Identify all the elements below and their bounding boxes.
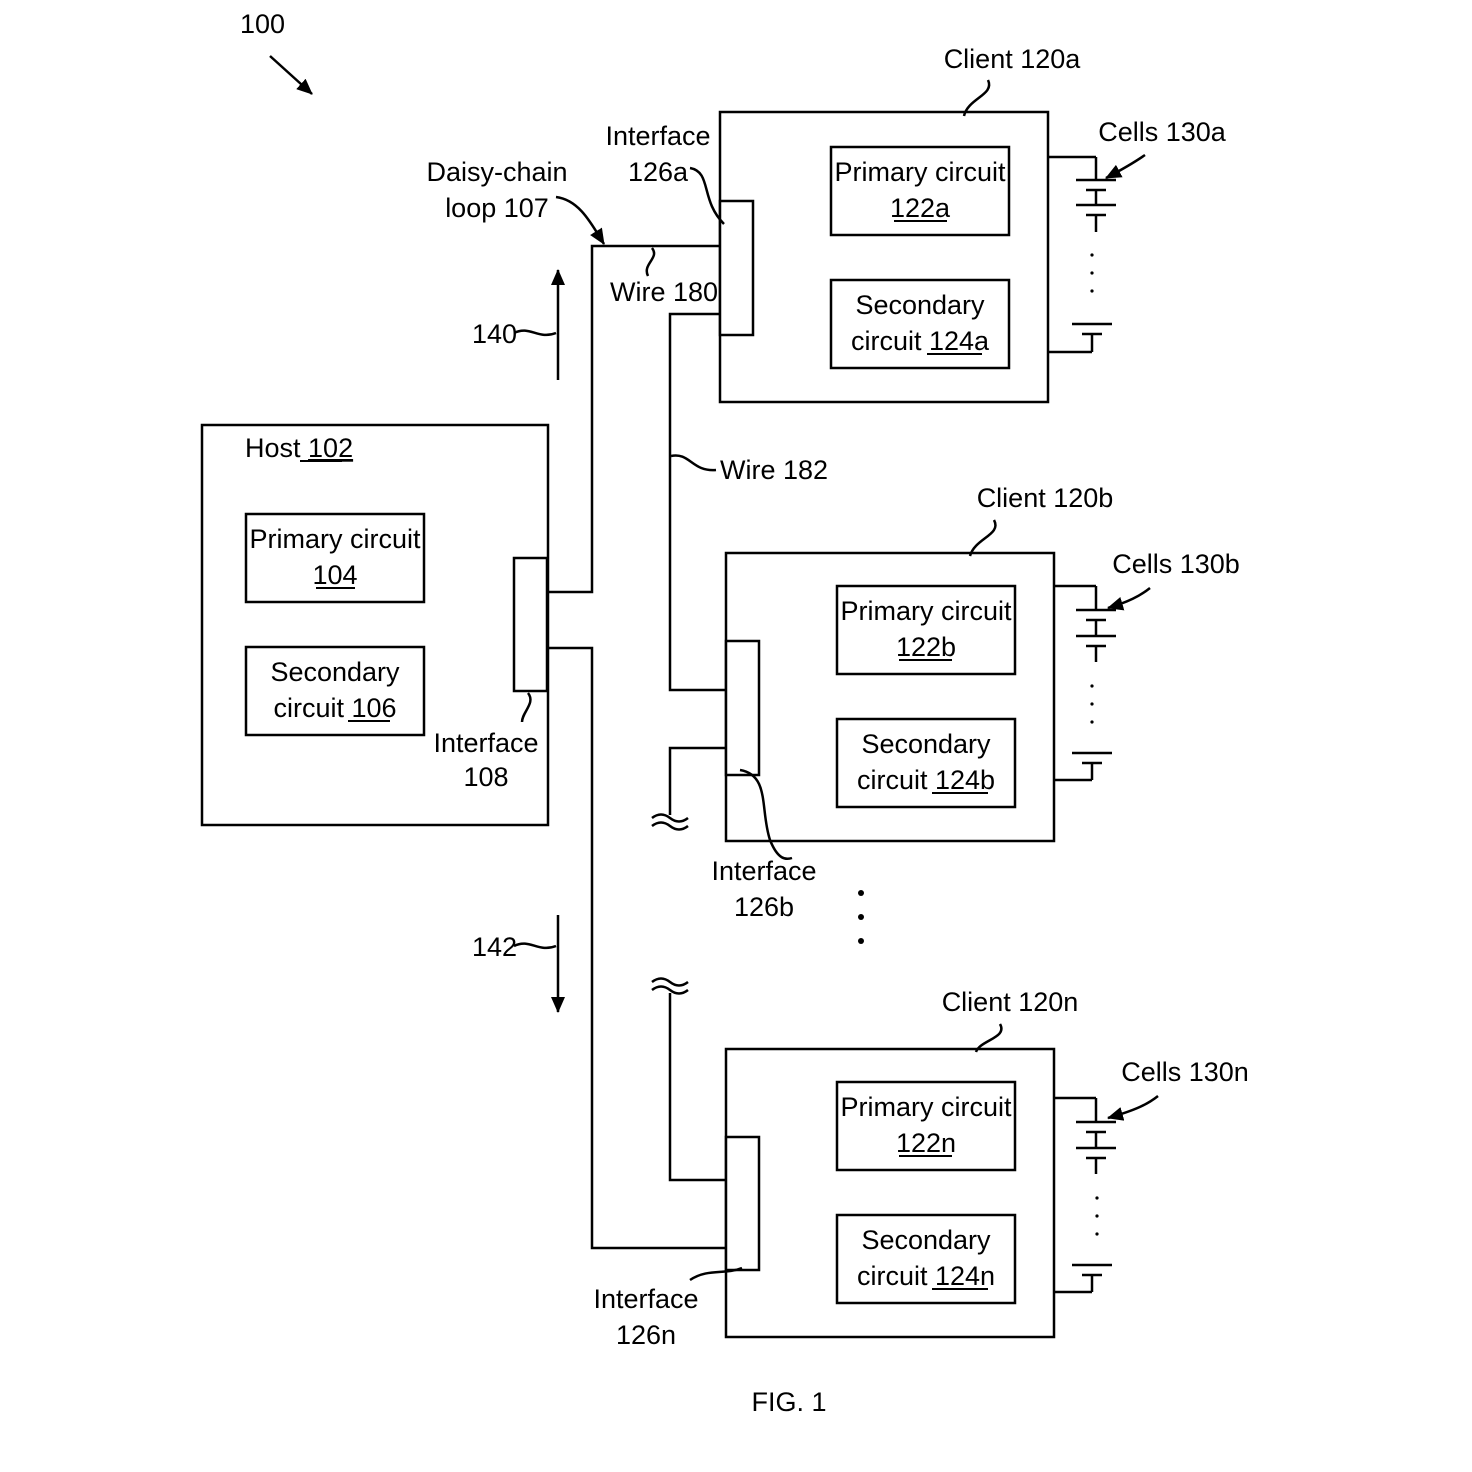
cells-130a-label: Cells 130a bbox=[1098, 117, 1227, 147]
wire-180-label: Wire 180 bbox=[610, 277, 718, 307]
cells-130a-battery bbox=[1048, 155, 1116, 354]
client-n-secondary-circuit-label: Secondary bbox=[861, 1225, 991, 1255]
daisy-chain-arrow bbox=[555, 195, 606, 245]
host-box bbox=[200, 423, 550, 827]
client-a-interface-label: Interface bbox=[605, 121, 710, 151]
client-a-interface-126a bbox=[718, 199, 755, 337]
client-n-interface-label: Interface bbox=[593, 1284, 698, 1314]
direction-label-142: 142 bbox=[472, 932, 517, 962]
wire-182 bbox=[668, 312, 726, 692]
client-b-interface-leader bbox=[739, 768, 793, 861]
cells-130b-battery bbox=[1054, 584, 1116, 782]
wire-break-symbol-b bbox=[651, 813, 689, 831]
client-a-primary-circuit-num: 122a bbox=[890, 193, 951, 223]
host-interface-label: Interface bbox=[433, 728, 538, 758]
cells-130n-arrow bbox=[1107, 1095, 1159, 1121]
cells-130a-arrow bbox=[1105, 153, 1146, 180]
client-120a-label: Client 120a bbox=[944, 44, 1082, 74]
client-b-primary-circuit-label: Primary circuit bbox=[840, 596, 1012, 626]
host-interface-108 bbox=[512, 556, 549, 693]
more-clients-ellipsis bbox=[858, 890, 864, 944]
wire-180 bbox=[548, 244, 720, 594]
host-label: Host 102 bbox=[245, 433, 353, 463]
client-b-primary-circuit-num: 122b bbox=[896, 632, 956, 662]
host-secondary-circuit-num: circuit 106 bbox=[273, 693, 396, 723]
client-120n-label: Client 120n bbox=[942, 987, 1079, 1017]
client-a-primary-circuit-label: Primary circuit bbox=[834, 157, 1006, 187]
client-n-interface-leader bbox=[689, 1266, 743, 1282]
client-120n-leader bbox=[974, 1023, 1003, 1053]
host-primary-circuit-num: 104 bbox=[312, 560, 357, 590]
client-n-interface-num: 126n bbox=[616, 1320, 676, 1350]
client-n-secondary-circuit-num: circuit 124n bbox=[857, 1261, 995, 1291]
wire-182-leader bbox=[670, 454, 717, 472]
figure-caption: FIG. 1 bbox=[751, 1387, 826, 1417]
cells-130b-label: Cells 130b bbox=[1112, 549, 1240, 579]
client-b-interface-label: Interface bbox=[711, 856, 816, 886]
host-interface-num: 108 bbox=[463, 762, 508, 792]
client-a-interface-leader bbox=[689, 166, 725, 225]
host-interface-leader bbox=[520, 692, 532, 723]
host-secondary-circuit-box bbox=[244, 645, 426, 737]
client-b-interface-126b bbox=[724, 639, 761, 777]
cells-130b-arrow bbox=[1107, 587, 1151, 611]
client-a-secondary-circuit-num: circuit 124a bbox=[851, 326, 990, 356]
wire-break-symbol-n bbox=[651, 977, 689, 995]
client-120b-leader bbox=[968, 519, 997, 557]
wire-182-label: Wire 182 bbox=[720, 455, 828, 485]
direction-leader-142 bbox=[513, 942, 557, 950]
host-secondary-circuit-label: Secondary bbox=[270, 657, 400, 687]
client-b-secondary-circuit-num: circuit 124b bbox=[857, 765, 995, 795]
client-n-primary-circuit-label: Primary circuit bbox=[840, 1092, 1012, 1122]
cells-130n-battery bbox=[1054, 1096, 1116, 1294]
client-120b-label: Client 120b bbox=[977, 483, 1114, 513]
wire-n-in bbox=[668, 993, 726, 1182]
wire-180-leader bbox=[645, 247, 656, 277]
cells-130n-label: Cells 130n bbox=[1121, 1057, 1249, 1087]
client-a-interface-num: 126a bbox=[628, 157, 689, 187]
host-primary-circuit-label: Primary circuit bbox=[249, 524, 421, 554]
client-n-interface-126n bbox=[724, 1135, 761, 1272]
wire-b-out bbox=[668, 746, 726, 815]
figure-ref-label: 100 bbox=[240, 9, 285, 39]
figure-ref-arrow bbox=[269, 55, 313, 95]
direction-leader-140 bbox=[513, 329, 557, 337]
client-b-interface-num: 126b bbox=[734, 892, 794, 922]
client-a-secondary-circuit-label: Secondary bbox=[855, 290, 985, 320]
daisy-chain-label: Daisy-chain bbox=[426, 157, 567, 187]
return-wire bbox=[548, 646, 726, 1250]
direction-label-140: 140 bbox=[472, 319, 517, 349]
daisy-chain-num: loop 107 bbox=[445, 193, 549, 223]
client-120a-leader bbox=[962, 79, 991, 117]
client-n-primary-circuit-num: 122n bbox=[896, 1128, 956, 1158]
client-b-secondary-circuit-label: Secondary bbox=[861, 729, 991, 759]
